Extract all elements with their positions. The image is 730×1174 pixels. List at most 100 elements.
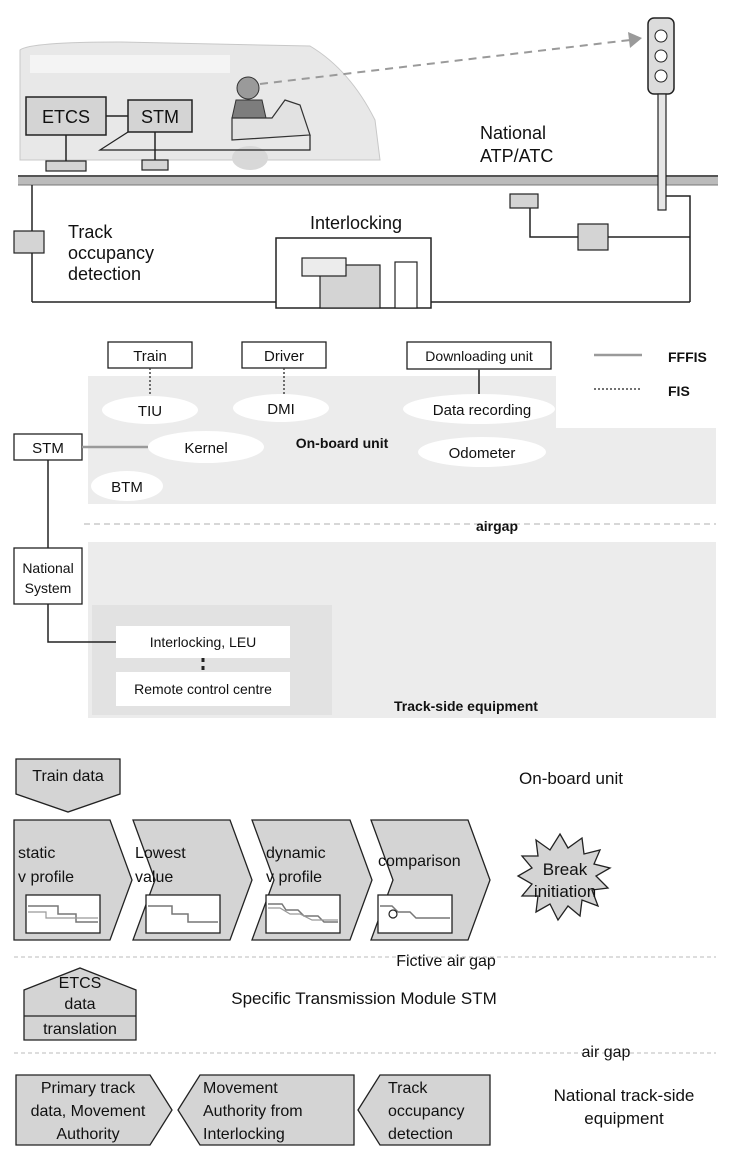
track-illustration: ETCS STM National ATP/ATC Interlocking (13, 17, 718, 309)
national-system-box (13, 547, 83, 605)
downloading-unit-box (406, 341, 552, 370)
national-trackside-label-1: National track-side (554, 1086, 695, 1105)
lowest-value-label-1: Lowest (135, 845, 186, 862)
track-occupancy-label-2: occupancy (68, 243, 154, 263)
downloading-unit-label: Downloading unit (425, 348, 533, 364)
kernel-node (148, 431, 264, 463)
national-atp-label-2: ATP/ATC (480, 146, 553, 166)
national-atp-label-1: National (480, 123, 546, 143)
movement-authority-label-2: Authority from (203, 1103, 303, 1120)
driver-label: Driver (264, 348, 304, 365)
primary-track-label-2: data, Movement (31, 1103, 146, 1120)
interlocking-label: Interlocking (310, 213, 402, 233)
data-recording-node (403, 394, 555, 424)
train-label: Train (133, 348, 167, 365)
train-wheel (232, 146, 268, 170)
train-box (107, 341, 193, 369)
track-occupancy-flow-label-1: Track (388, 1080, 428, 1097)
track-occupancy-label-3: detection (68, 264, 141, 284)
signal-post (657, 93, 667, 211)
track-occupancy-box (13, 230, 45, 254)
architecture-diagram: airgap Train Driver Downloading unit FFF… (13, 341, 716, 718)
interlocking-panel (301, 257, 347, 277)
signal-lamp-1 (654, 29, 668, 43)
track-occupancy-flow-shape (357, 1074, 491, 1146)
etcs-data-shape (23, 967, 137, 1041)
air-gap-label: air gap (582, 1044, 631, 1061)
kernel-label: Kernel (184, 440, 227, 457)
stm-arch-label: STM (32, 440, 64, 457)
etcs-label: ETCS (42, 107, 90, 127)
national-system-label-2: System (25, 580, 72, 596)
remote-control-box (116, 672, 290, 706)
sight-arrowhead (628, 32, 642, 48)
stm-antenna (141, 159, 169, 171)
translation-label: translation (43, 1021, 117, 1038)
rail (18, 176, 718, 185)
comparison-graph (377, 894, 453, 934)
interlocking-leu-box (116, 626, 290, 658)
movement-authority-label-3: Interlocking (203, 1126, 285, 1143)
stm-box (127, 99, 193, 133)
static-profile-curve-2 (28, 911, 98, 919)
dynamic-profile-label-2: v profile (266, 869, 322, 886)
stm-module-label: Specific Transmission Module STM (231, 989, 496, 1008)
trackside-balise (509, 193, 539, 209)
break-initiation-label-2: initiation (534, 882, 596, 901)
onboard-unit-label: On-board unit (296, 435, 389, 451)
break-initiation-label-1: Break (543, 860, 588, 879)
dynamic-profile-curve-2 (268, 907, 338, 921)
btm-label: BTM (111, 479, 143, 496)
static-profile-label-2: v profile (18, 869, 74, 886)
legend-fffis-label: FFFIS (668, 349, 707, 365)
national-interlocking-link (47, 604, 118, 643)
primary-track-label-3: Authority (56, 1126, 119, 1143)
national-system-label-1: National (22, 560, 73, 576)
stm-to-cab-line (97, 131, 311, 151)
stm-label: STM (141, 107, 179, 127)
btm-node (91, 471, 163, 501)
etcs-data-label-1: ETCS (59, 975, 102, 992)
dynamic-profile-label-1: dynamic (266, 845, 326, 862)
comparison-marker (388, 909, 398, 919)
onboard-unit-flow-label: On-board unit (519, 769, 623, 788)
train-window-band (30, 55, 230, 73)
movement-authority-label-1: Movement (203, 1080, 278, 1097)
static-profile-curve (28, 905, 98, 923)
trackside-label: Track-side equipment (394, 698, 538, 714)
line-of-sight (259, 39, 631, 85)
tiu-label: TIU (138, 403, 162, 420)
signal-lamp-2 (654, 49, 668, 63)
interlocking-door (394, 261, 418, 309)
onboard-panel-upper-right (556, 376, 716, 428)
track-occupancy-label-1: Track (68, 222, 113, 242)
primary-track-label-1: Primary track (41, 1080, 136, 1097)
odometer-node (418, 437, 546, 467)
etcs-data-label-2: data (64, 996, 95, 1013)
track-occupancy-flow-label-3: detection (388, 1126, 453, 1143)
train-data-label: Train data (32, 768, 104, 785)
dmi-node (233, 394, 329, 422)
interlocking-leu-label: Interlocking, LEU (150, 634, 257, 650)
driver-cab-desk (231, 99, 311, 141)
track-occupancy-flow-label-2: occupancy (388, 1103, 465, 1120)
driver-head (236, 76, 260, 100)
data-recording-label: Data recording (433, 402, 531, 419)
break-initiation-star (516, 832, 612, 922)
supervision-flow: Train data On-board unit static v profil… (13, 758, 716, 1146)
train-data-shape (15, 758, 121, 813)
remote-control-label: Remote control centre (134, 681, 272, 697)
balise-wire (529, 208, 578, 238)
legend-fis-label: FIS (668, 383, 690, 399)
tiu-node (102, 396, 198, 424)
national-trackside-label-2: equipment (584, 1109, 664, 1128)
comparison-curve (380, 905, 450, 919)
movement-authority-shape (177, 1074, 355, 1146)
signal-lamp-3 (654, 69, 668, 83)
odometer-label: Odometer (449, 445, 516, 462)
dynamic-profile-curve (268, 903, 338, 923)
primary-track-data-shape (15, 1074, 173, 1146)
etcs-antenna (45, 160, 87, 172)
airgap-label: airgap (476, 518, 518, 534)
